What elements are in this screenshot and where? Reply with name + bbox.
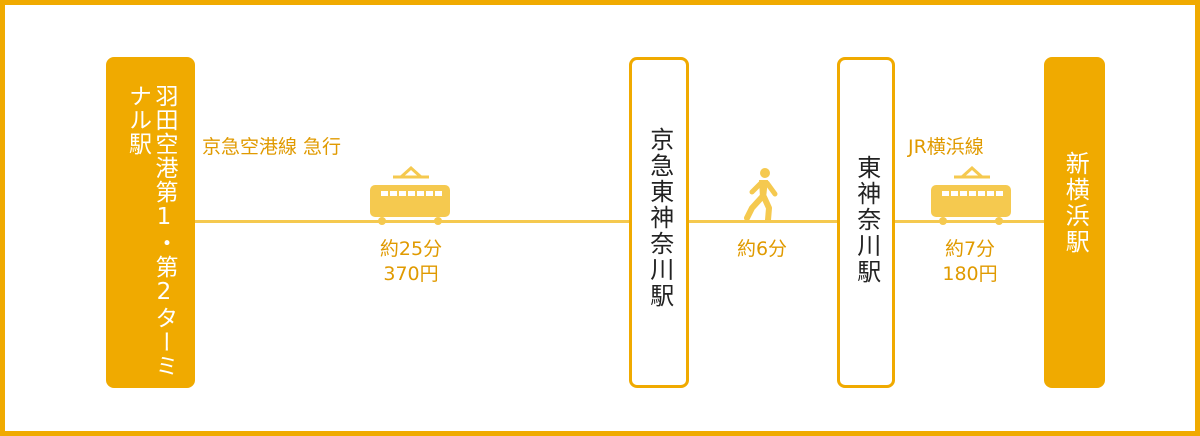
station-keikyu-higashi-kanagawa: 京急東神奈川駅 bbox=[629, 57, 689, 388]
segment-2-time: 約6分 bbox=[736, 238, 788, 260]
walking-person-icon bbox=[744, 168, 778, 223]
station-name: 京急東神奈川駅 bbox=[645, 126, 674, 309]
station-higashi-kanagawa: 東神奈川駅 bbox=[837, 57, 895, 388]
segment-1-info: 約25分 370円 bbox=[361, 237, 461, 287]
segment-2-info: 約6分 bbox=[712, 237, 812, 262]
station-shin-yokohama: 新横浜駅 bbox=[1044, 57, 1105, 388]
segment-1-line-name: 京急空港線 急行 bbox=[202, 136, 342, 158]
train-icon bbox=[931, 165, 1011, 225]
route-line-segment-1 bbox=[190, 220, 630, 223]
segment-3-line-name: JR横浜線 bbox=[908, 136, 984, 158]
station-name: 新横浜駅 bbox=[1061, 150, 1090, 255]
station-name: 東神奈川駅 bbox=[852, 155, 881, 285]
segment-1-time: 約25分 bbox=[379, 238, 443, 260]
train-icon bbox=[370, 165, 450, 225]
segment-3-info: 約7分 180円 bbox=[920, 237, 1020, 287]
station-name: 羽田空港第1・第2ターミナル駅 bbox=[124, 84, 177, 378]
segment-1-fare: 370円 bbox=[383, 263, 439, 285]
route-line-segment-3 bbox=[890, 220, 1045, 223]
route-line-segment-2 bbox=[684, 220, 839, 223]
segment-3-time: 約7分 bbox=[944, 238, 996, 260]
station-haneda-airport: 羽田空港第1・第2ターミナル駅 bbox=[106, 57, 195, 388]
segment-3-fare: 180円 bbox=[942, 263, 998, 285]
